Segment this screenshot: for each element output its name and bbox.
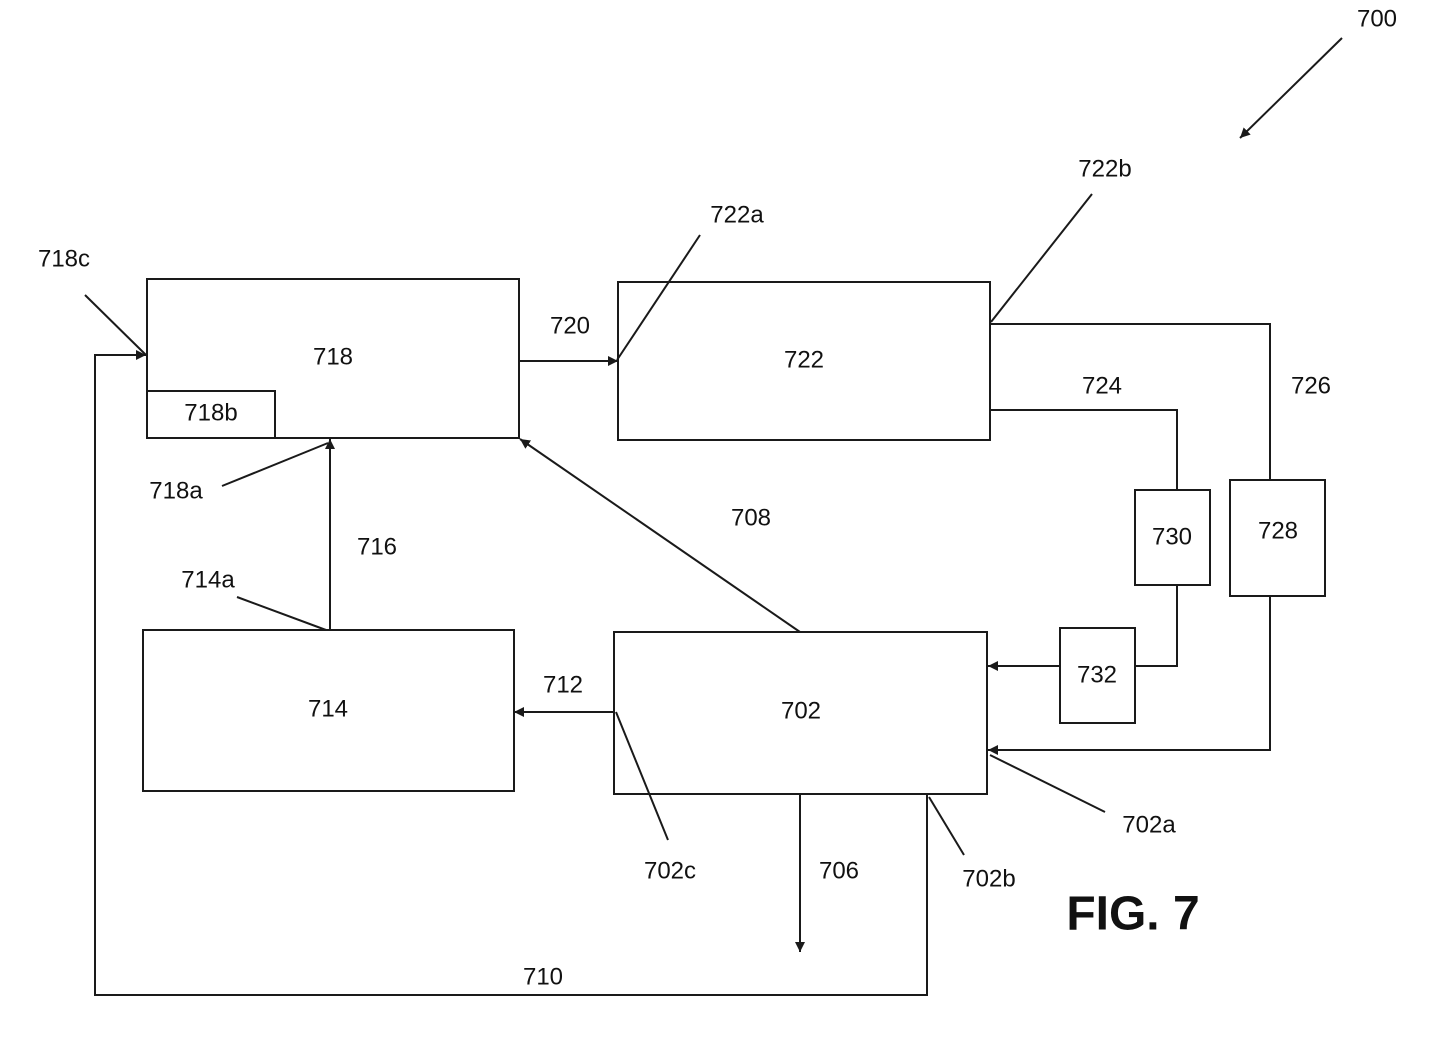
- leader-714a: [237, 597, 326, 630]
- label-702c: 702c: [644, 858, 696, 885]
- block-714-label: 714: [308, 696, 348, 723]
- label-726: 726: [1291, 373, 1331, 400]
- label-710: 710: [523, 964, 563, 991]
- label-700: 700: [1357, 6, 1397, 33]
- label-720: 720: [550, 313, 590, 340]
- leader-702a: [990, 755, 1105, 812]
- label-702b: 702b: [962, 866, 1015, 893]
- leader-722b: [991, 194, 1092, 322]
- label-722b: 722b: [1078, 156, 1131, 183]
- label-718c: 718c: [38, 246, 90, 273]
- label-706: 706: [819, 858, 859, 885]
- block-730-label: 730: [1152, 524, 1192, 551]
- leader-702b: [929, 797, 964, 855]
- block-722-label: 722: [784, 347, 824, 374]
- block-702-label: 702: [781, 698, 821, 725]
- leader-718a: [222, 443, 328, 486]
- label-724: 724: [1082, 373, 1122, 400]
- label-712: 712: [543, 672, 583, 699]
- leader-718c: [85, 295, 146, 355]
- ref-700-arrow: [1240, 38, 1342, 138]
- label-708: 708: [731, 505, 771, 532]
- label-716: 716: [357, 534, 397, 561]
- label-702a: 702a: [1122, 812, 1176, 839]
- line-724: [990, 410, 1177, 490]
- label-718a: 718a: [149, 478, 203, 505]
- block-718b-label: 718b: [184, 400, 237, 427]
- line-730-732: [1135, 585, 1177, 666]
- label-722a: 722a: [710, 202, 764, 229]
- block-718-label: 718: [313, 344, 353, 371]
- label-714a: 714a: [181, 567, 235, 594]
- figure-title: FIG. 7: [1066, 888, 1199, 941]
- block-728-label: 728: [1258, 518, 1298, 545]
- line-726: [990, 324, 1270, 480]
- arrow-708: [520, 439, 800, 632]
- block-732-label: 732: [1077, 662, 1117, 689]
